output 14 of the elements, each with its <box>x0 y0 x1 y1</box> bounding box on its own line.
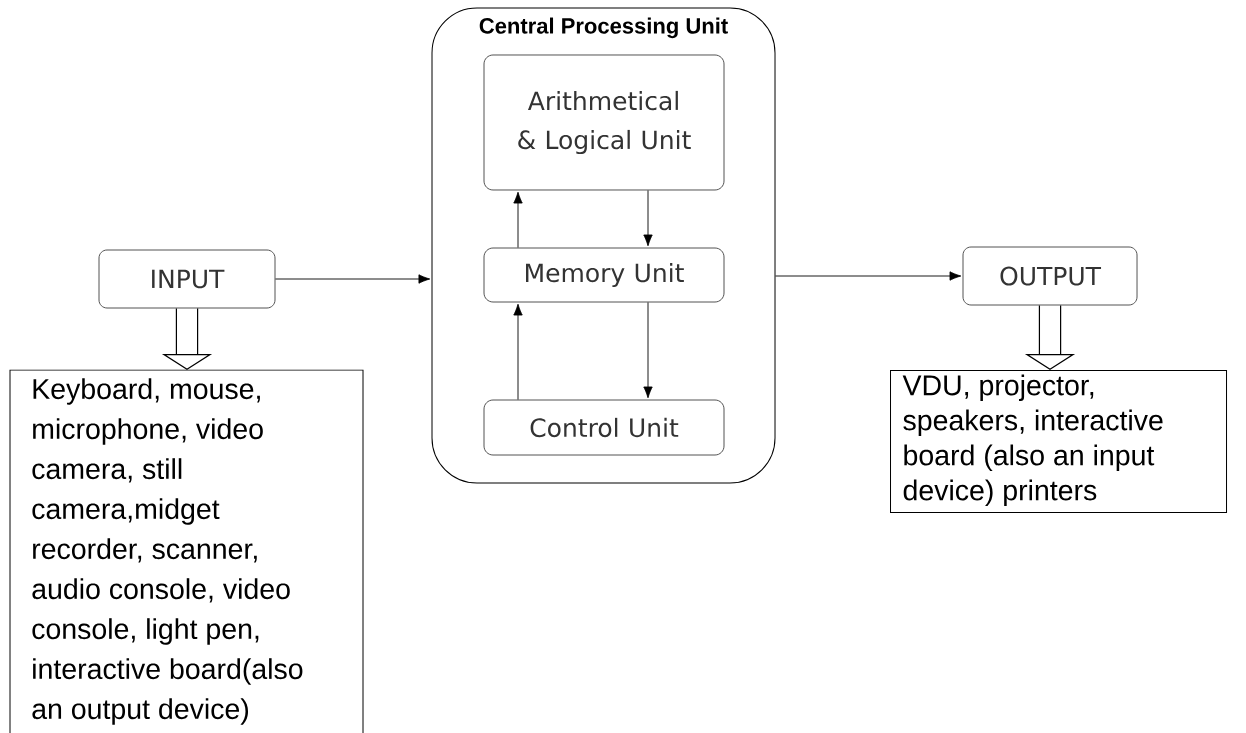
device-box: INPUT <box>98 249 276 309</box>
arrow <box>775 271 962 281</box>
unit-box: Arithmetical & Logical Unit <box>483 54 725 191</box>
unit-box: Memory Unit <box>483 247 725 303</box>
text-box: VDU, projector, speakers, interactive board (also an input device) printers <box>890 370 1227 513</box>
arrow <box>513 191 523 248</box>
unit-box: Control Unit <box>483 399 725 456</box>
arrow <box>513 303 523 400</box>
box-title: Central Processing Unit <box>479 17 728 39</box>
device-box: OUTPUT <box>962 246 1138 306</box>
text-box: Keyboard, mouse, microphone, video camera, still camera,midget recorder, scanner, audio console, video console, light pen, interactive board(also an output device) <box>9 369 364 733</box>
arrow <box>643 190 653 247</box>
arrow <box>275 274 431 284</box>
arrow <box>643 302 653 399</box>
